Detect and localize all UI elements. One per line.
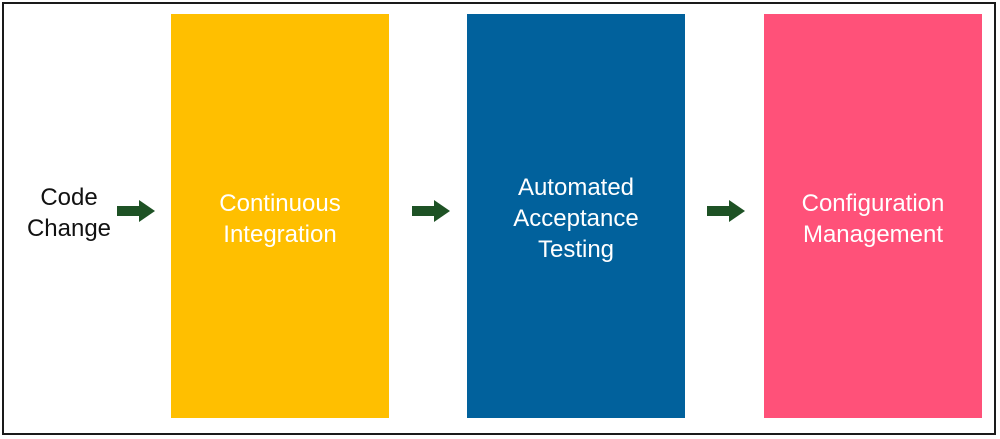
stage-automated-acceptance-testing: Automated Acceptance Testing <box>467 14 685 418</box>
stage-label: Configuration Management <box>801 189 945 248</box>
stage-label: Continuous Integration <box>219 189 341 248</box>
stage-continuous-integration: Continuous Integration <box>171 14 389 418</box>
code-change-label: Code Change <box>26 184 112 242</box>
arrow-right-icon <box>412 200 450 222</box>
arrow-right-icon <box>707 200 745 222</box>
stage-configuration-management: Configuration Management <box>764 14 982 418</box>
stage-label: Automated Acceptance Testing <box>513 174 639 263</box>
arrow-right-icon <box>117 200 155 222</box>
